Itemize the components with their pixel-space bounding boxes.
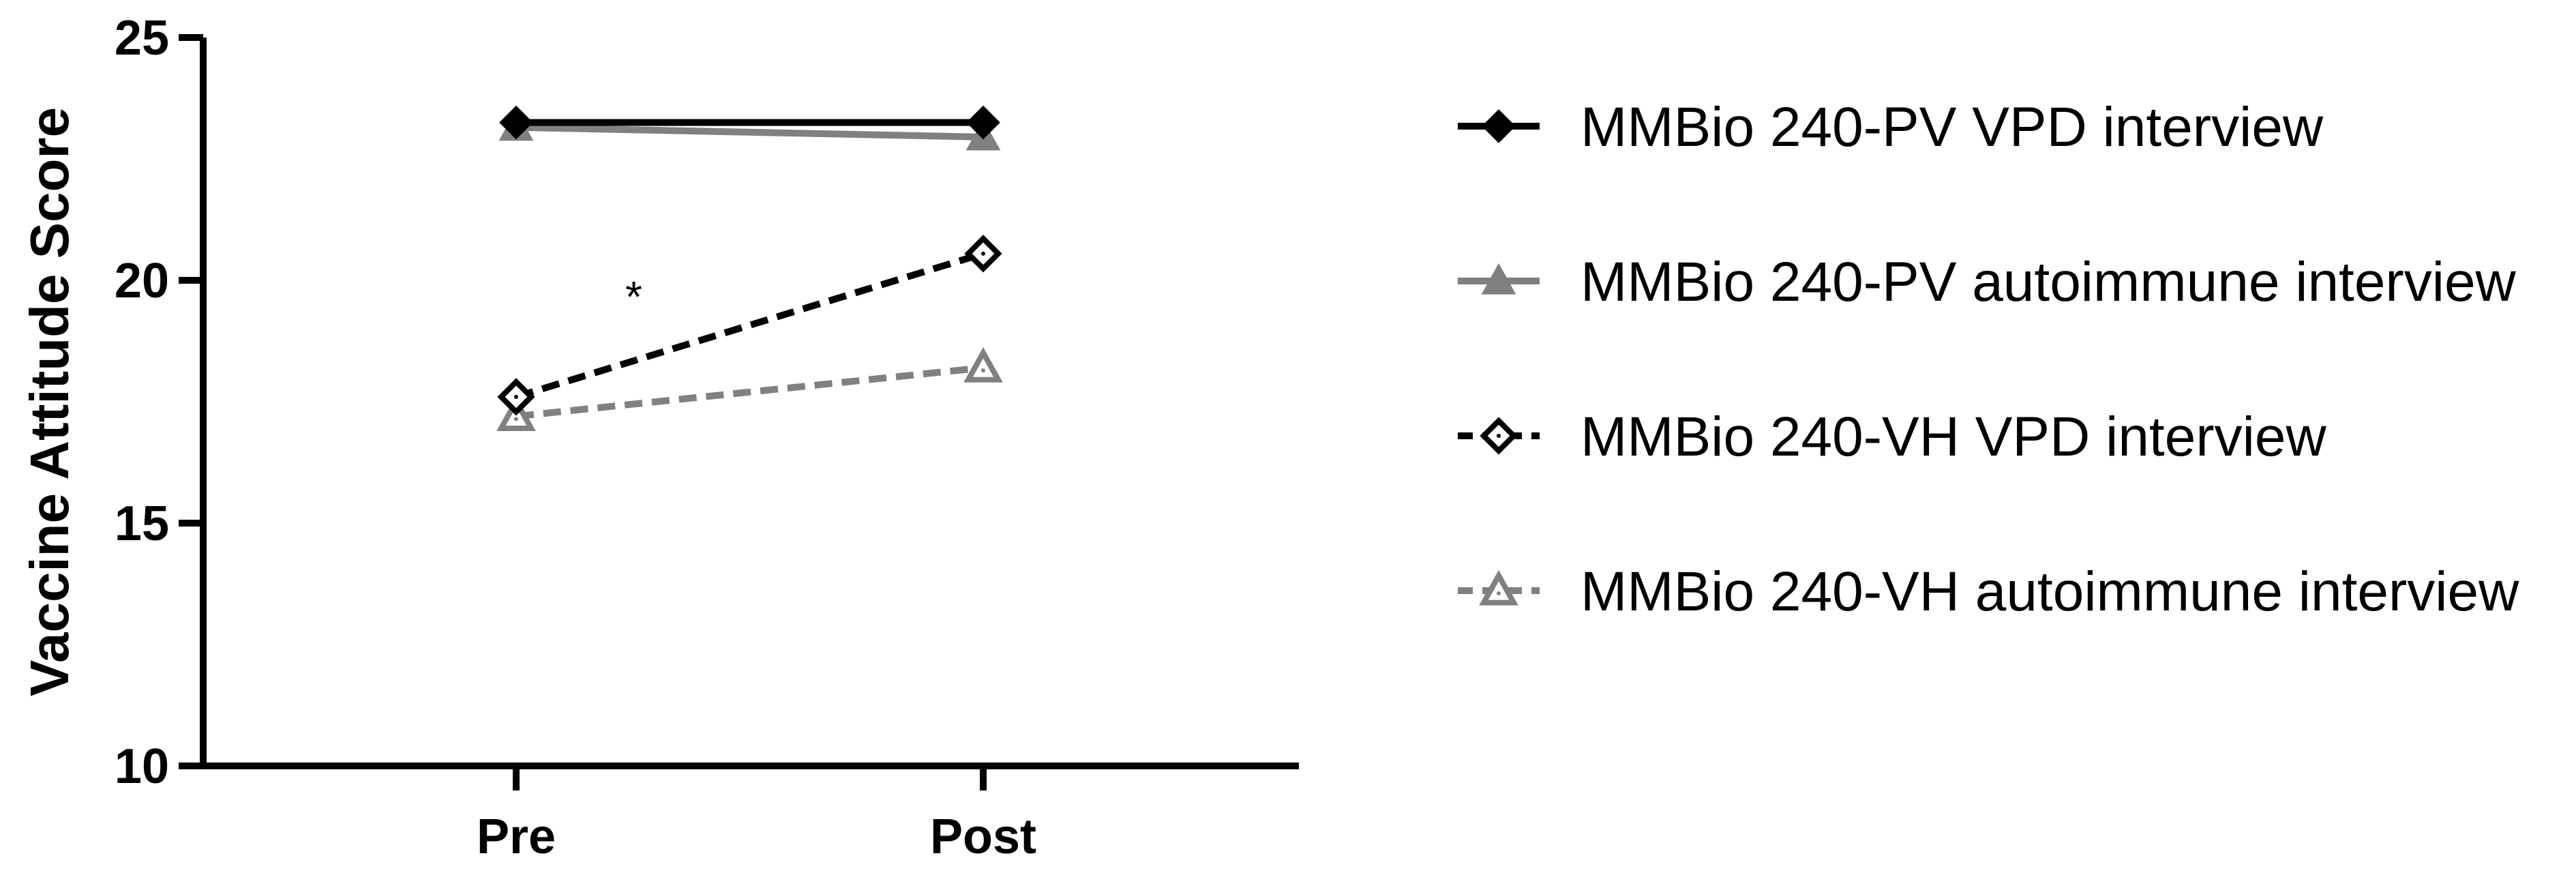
data-point-0-1 xyxy=(966,105,1000,140)
y-tick-label: 25 xyxy=(115,11,169,65)
legend-label-2: MMBio 240-VH VPD interview xyxy=(1581,406,2326,468)
data-point-2-0-dot xyxy=(514,394,518,399)
data-point-3-1 xyxy=(963,346,1003,383)
x-tick-label: Post xyxy=(930,810,1036,864)
series-line-1 xyxy=(515,123,984,140)
data-point-0-0 xyxy=(499,105,533,140)
legend-label-1: MMBio 240-PV autoimmune interview xyxy=(1581,251,2517,313)
series-line-3 xyxy=(515,364,984,420)
legend-label-0: MMBio 240-PV VPD interview xyxy=(1581,96,2324,158)
y-axis-title: Vaccine Attitude Score xyxy=(19,107,80,696)
legend-marker-1 xyxy=(1481,263,1516,295)
legend-marker-2-dot xyxy=(1497,434,1501,438)
data-point-3-0-dot xyxy=(514,417,518,421)
y-tick-label: 15 xyxy=(115,497,169,551)
legend-label-3: MMBio 240-VH autoimmune interview xyxy=(1581,561,2519,623)
legend-marker-3 xyxy=(1479,569,1518,606)
y-tick-label: 20 xyxy=(115,254,169,308)
data-point-3-1-dot xyxy=(981,368,985,373)
data-point-2-1-dot xyxy=(981,251,985,256)
y-tick-label: 10 xyxy=(115,739,169,794)
legend-marker-3-dot xyxy=(1497,591,1501,595)
legend-marker-0 xyxy=(1482,109,1516,143)
x-tick-label: Pre xyxy=(477,810,556,864)
significance-annotation: * xyxy=(625,272,642,321)
